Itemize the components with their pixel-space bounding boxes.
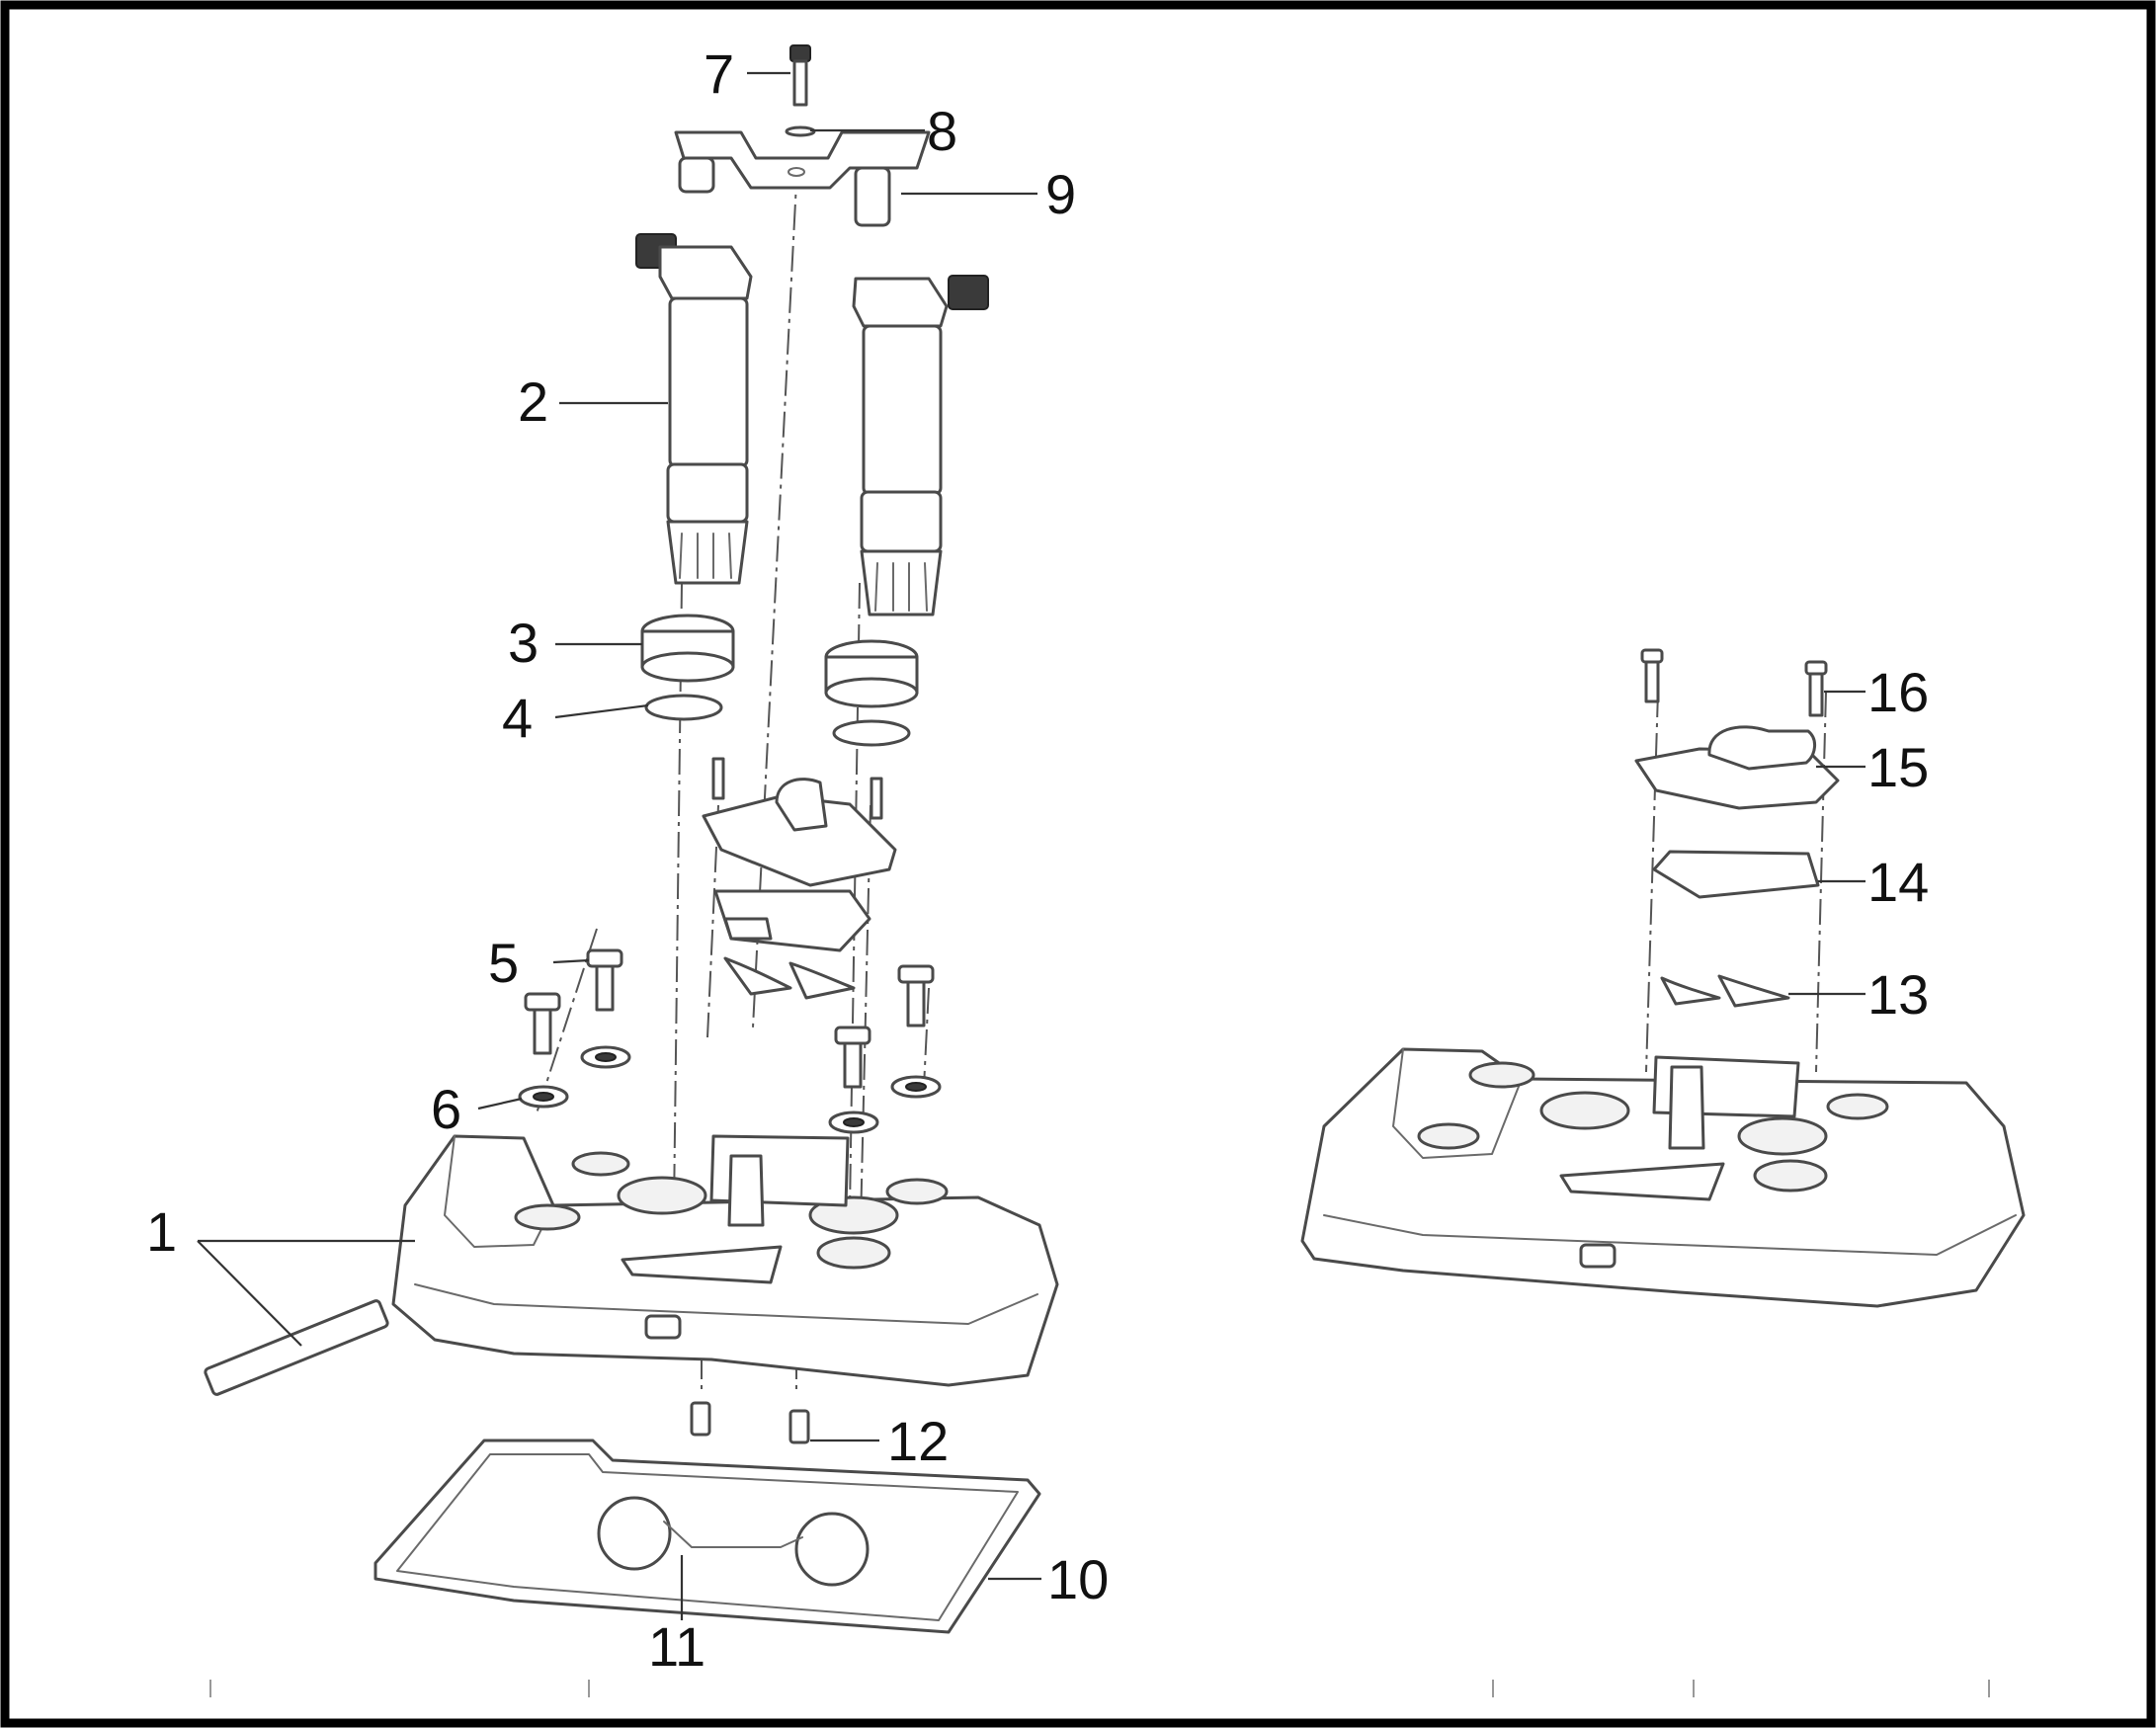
callout-5: 5 [488,932,519,994]
callout-labels: 1 2 3 4 5 6 7 8 9 10 11 12 13 14 15 16 [146,42,1929,1678]
cover-bolts [524,948,935,1089]
callout-6: 6 [431,1078,461,1140]
bolt-grommets [518,1045,942,1134]
callout-7: 7 [704,42,734,105]
callout-13: 13 [1867,963,1929,1026]
coil-bracket [674,130,931,227]
callout-9: 9 [1045,163,1076,225]
callout-3: 3 [508,612,539,674]
bottom-ticks [209,1680,1990,1697]
callout-11: 11 [648,1615,705,1678]
callout-2: 2 [518,370,548,433]
callout-4: 4 [502,687,533,749]
cover-gasket [373,1439,1041,1634]
leader-lines [197,71,1866,1620]
breather-assembly-right [1634,648,1840,1008]
valve-cover-left [204,1134,1059,1396]
plug-seals [640,614,919,747]
callout-1: 1 [146,1200,177,1263]
callout-14: 14 [1867,851,1929,913]
callout-16: 16 [1867,661,1929,723]
callout-10: 10 [1047,1548,1109,1610]
callout-8: 8 [927,100,957,162]
callout-12: 12 [887,1410,949,1472]
bracket-bolt [785,44,816,137]
callout-15: 15 [1867,736,1929,798]
dowel-pins [690,1401,810,1444]
ignition-coil-right [852,275,989,617]
breather-assembly-left [702,757,897,1000]
valve-cover-right [1300,1047,2026,1308]
ignition-coil-left [635,233,753,585]
